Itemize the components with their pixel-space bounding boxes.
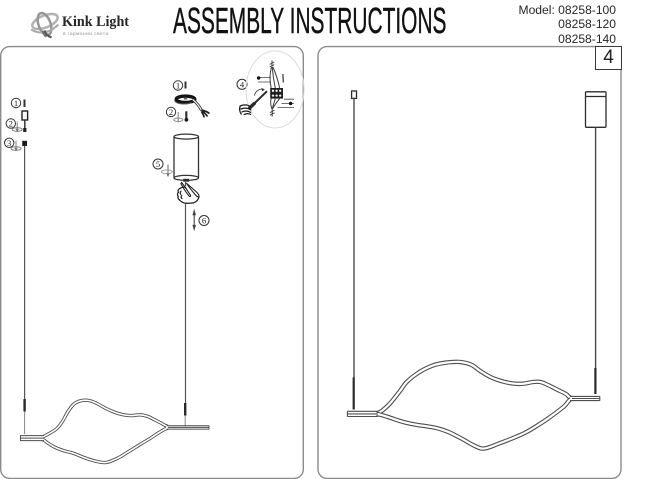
svg-text:2: 2 xyxy=(169,107,173,117)
svg-text:1: 1 xyxy=(14,98,18,108)
svg-text:5: 5 xyxy=(156,159,160,169)
svg-text:1: 1 xyxy=(176,81,180,91)
svg-text:2: 2 xyxy=(9,119,13,129)
svg-text:6: 6 xyxy=(202,216,207,226)
svg-text:3: 3 xyxy=(7,138,11,148)
svg-text:4: 4 xyxy=(240,79,245,89)
